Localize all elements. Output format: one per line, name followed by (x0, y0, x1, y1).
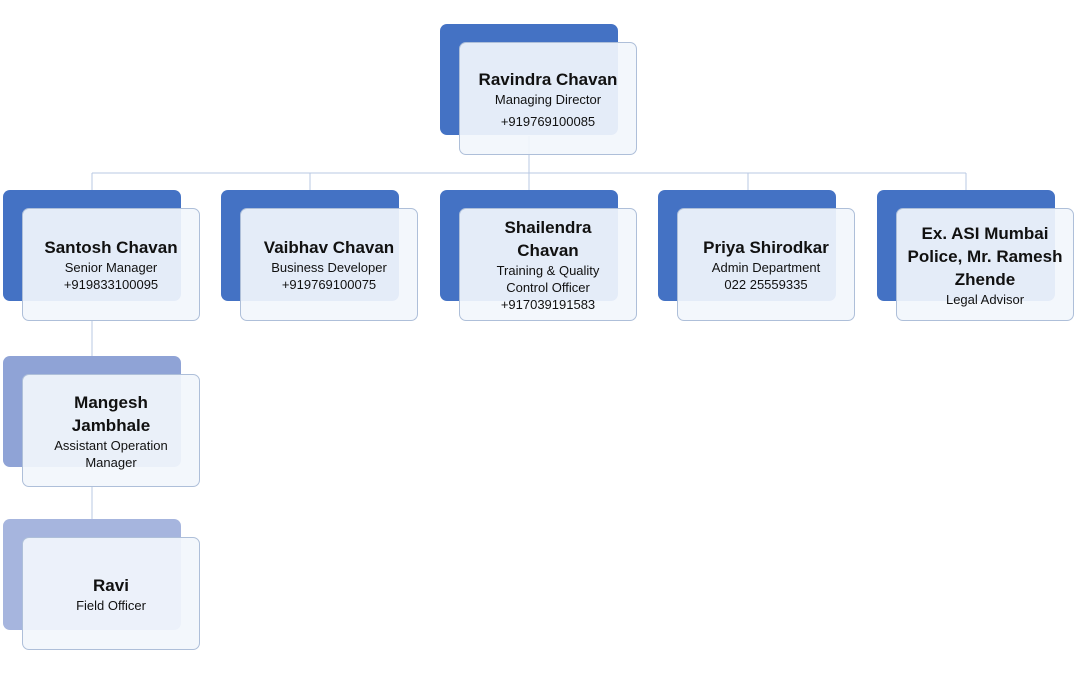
node-phone: +919833100095 (63, 277, 159, 292)
node-card: Mangesh Jambhale Assistant Operation Man… (22, 374, 200, 487)
node-role: Field Officer (76, 597, 146, 613)
node-name: Vaibhav Chavan (263, 238, 395, 257)
node-card: Ex. ASI Mumbai Police, Mr. Ramesh Zhende… (896, 208, 1074, 321)
node-role: Legal Advisor (945, 291, 1025, 307)
node-name: Shailendra Chavan (504, 218, 592, 260)
node-role: Training & Quality Control Officer (496, 263, 600, 295)
node-role: Senior Manager (64, 260, 158, 275)
node-role: Assistant Operation Manager (54, 437, 168, 470)
node-name: Mangesh Jambhale (71, 392, 151, 435)
node-name: Priya Shirodkar (703, 238, 829, 257)
node-name: Ravi (93, 575, 129, 595)
node-card: Ravi Field Officer (22, 537, 200, 650)
node-role: Business Developer (271, 260, 387, 275)
node-phone: 022 25559335 (724, 277, 808, 292)
node-phone: +919769100085 (500, 113, 596, 129)
node-role: Admin Department (711, 260, 821, 275)
node-role: Managing Director (494, 91, 602, 107)
node-phone: +917039191583 (500, 297, 596, 312)
node-card: Ravindra Chavan Managing Director +91976… (459, 42, 637, 155)
node-card: Santosh Chavan Senior Manager +919833100… (22, 208, 200, 321)
node-phone: +919769100075 (281, 277, 377, 292)
node-card: Shailendra Chavan Training & Quality Con… (459, 208, 637, 321)
node-name: Ravindra Chavan (478, 69, 618, 89)
node-name: Ex. ASI Mumbai Police, Mr. Ramesh Zhende (907, 223, 1063, 289)
node-card: Vaibhav Chavan Business Developer +91976… (240, 208, 418, 321)
node-name: Santosh Chavan (44, 238, 178, 257)
node-card: Priya Shirodkar Admin Department 022 255… (677, 208, 855, 321)
